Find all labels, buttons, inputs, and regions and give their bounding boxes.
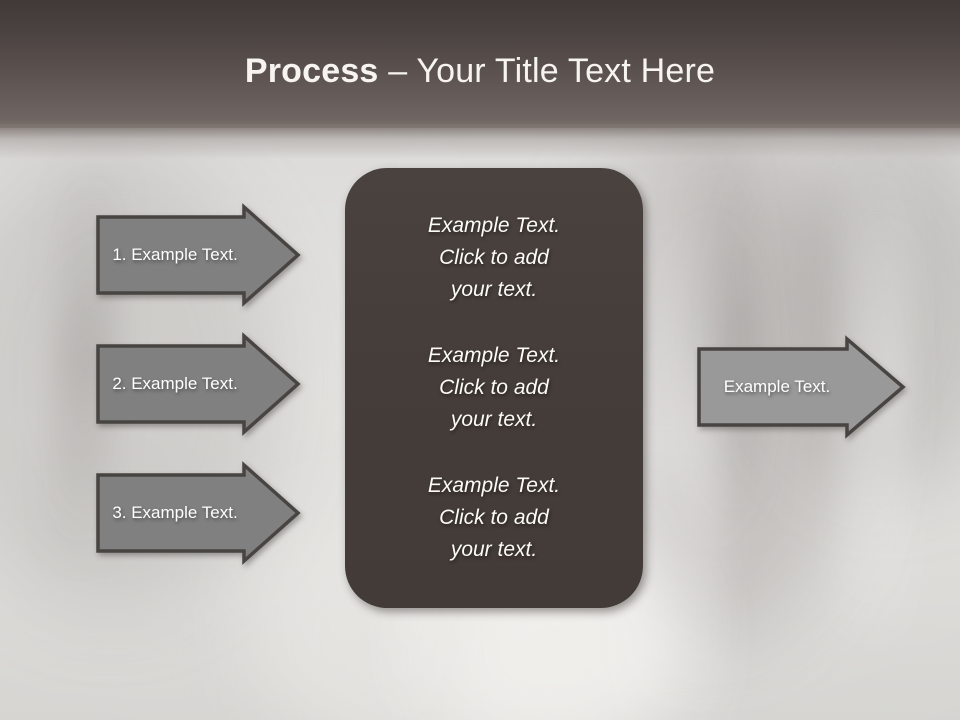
process-text-block-3-line-2: Click to add [439,506,549,529]
process-text-block-2-line-2: Click to add [439,376,549,399]
process-text-block-2: Example Text. Click to add your text. [345,340,643,436]
process-text-block-1-line-2: Click to add [439,246,549,269]
process-text-block-3-line-1: Example Text. [427,474,561,497]
process-content-box[interactable]: Example Text. Click to add your text. Ex… [345,168,643,608]
input-arrow-2[interactable]: 2. Example Text. [96,332,301,436]
title-banner-fade [0,124,960,158]
arrow-right-icon [96,332,301,436]
process-text-block-1: Example Text. Click to add your text. [345,210,643,306]
background-texture-blob [770,130,960,490]
process-text-block-1-line-3: your text. [450,278,538,301]
process-text-block-2-line-3: your text. [450,408,538,431]
input-arrow-3[interactable]: 3. Example Text. [96,461,301,565]
arrow-right-icon [96,203,301,307]
process-text-block-3: Example Text. Click to add your text. [345,470,643,566]
process-text-block-3-line-3: your text. [450,538,538,561]
input-arrow-1[interactable]: 1. Example Text. [96,203,301,307]
page-title-rest: – Your Title Text Here [378,52,716,90]
title-banner [0,0,960,128]
arrow-right-icon [697,335,906,439]
process-text-block-1-line-1: Example Text. [427,214,561,237]
process-text-block-2-line-1: Example Text. [427,344,561,367]
output-arrow[interactable]: Example Text. [697,335,906,439]
page-title-emphasis: Process [244,52,379,90]
arrow-right-icon [96,461,301,565]
page-title: Process – Your Title Text Here [0,50,960,92]
